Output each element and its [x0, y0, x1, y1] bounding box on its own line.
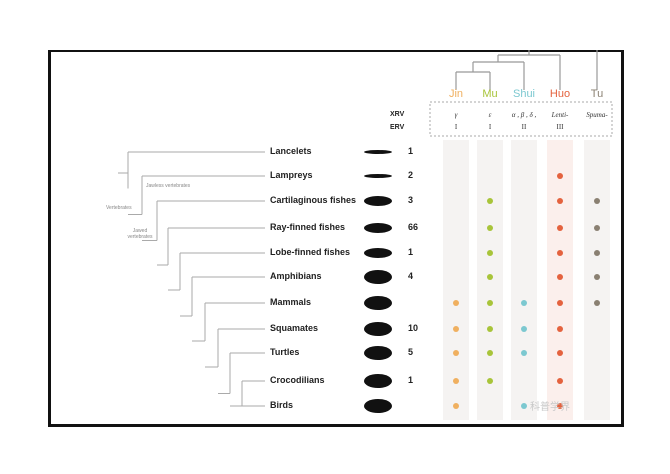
presence-dot — [521, 403, 527, 409]
presence-dot — [453, 403, 459, 409]
presence-dot — [487, 225, 493, 231]
erv-label: ERV — [390, 124, 405, 131]
presence-dot — [453, 300, 459, 306]
taxon-count: 1 — [408, 146, 414, 156]
xrv-label: XRV — [390, 111, 405, 118]
presence-dot — [557, 274, 563, 280]
taxon-count: 1 — [408, 375, 414, 385]
taxon-label: Birds — [270, 400, 294, 410]
animal-silhouette-icon — [364, 346, 392, 360]
presence-dot — [557, 326, 563, 332]
presence-dot — [594, 225, 600, 231]
presence-dot — [557, 173, 563, 179]
presence-dot — [487, 350, 493, 356]
column-header-tu: Tu — [590, 88, 604, 100]
column-header-mu: Mu — [482, 88, 498, 100]
taxon-label: Ray-finned fishes — [270, 222, 346, 232]
xrv-value: Spuma- — [586, 111, 608, 119]
taxon-label: Amphibians — [270, 271, 322, 281]
animal-silhouette-icon — [364, 270, 392, 284]
presence-dot — [557, 225, 563, 231]
column-header-jin: Jin — [448, 88, 464, 100]
presence-dot — [557, 378, 563, 384]
animal-silhouette-icon — [364, 174, 392, 178]
presence-dot — [453, 378, 459, 384]
column-band-shui — [511, 140, 537, 420]
taxon-label: Cartilaginous fishes — [270, 195, 357, 205]
presence-dot — [487, 326, 493, 332]
column-header-shui: Shui — [512, 88, 536, 100]
taxon-count: 1 — [408, 247, 414, 257]
presence-dot — [487, 250, 493, 256]
presence-dot — [594, 274, 600, 280]
presence-dot — [487, 274, 493, 280]
presence-dot — [453, 326, 459, 332]
column-header-huo: Huo — [549, 88, 571, 100]
taxon-count: 5 — [408, 347, 414, 357]
figure-border — [48, 50, 624, 427]
presence-dot — [487, 300, 493, 306]
animal-silhouette-icon — [364, 399, 392, 413]
xrv-value: α , β , δ , — [511, 111, 537, 119]
presence-dot — [594, 198, 600, 204]
taxon-label: Lampreys — [270, 170, 313, 180]
taxon-label: Turtles — [270, 347, 300, 357]
erv-value: I — [488, 123, 492, 131]
animal-silhouette-icon — [364, 150, 392, 154]
clade-label-vertebrates: Vertebrates — [106, 205, 132, 211]
presence-dot — [557, 403, 563, 409]
taxon-count: 10 — [408, 323, 419, 333]
animal-silhouette-icon — [364, 322, 392, 336]
presence-dot — [521, 350, 527, 356]
presence-dot — [487, 378, 493, 384]
animal-silhouette-icon — [364, 248, 392, 258]
presence-dot — [594, 250, 600, 256]
presence-dot — [594, 300, 600, 306]
presence-dot — [521, 326, 527, 332]
taxon-label: Crocodilians — [270, 375, 325, 385]
taxon-label: Lancelets — [270, 146, 312, 156]
taxon-label: Lobe-finned fishes — [270, 247, 351, 257]
presence-dot — [557, 198, 563, 204]
taxon-count: 66 — [408, 222, 419, 232]
taxon-count: 3 — [408, 195, 414, 205]
taxon-label: Squamates — [270, 323, 319, 333]
erv-value: II — [521, 123, 527, 131]
animal-silhouette-icon — [364, 374, 392, 388]
animal-silhouette-icon — [364, 296, 392, 310]
presence-dot — [487, 198, 493, 204]
taxon-count: 4 — [408, 271, 414, 281]
watermark: 科普学界 — [530, 402, 570, 413]
presence-dot — [521, 300, 527, 306]
xrv-value: ε — [488, 111, 492, 119]
xrv-value: γ — [454, 111, 458, 119]
xrv-value: Lenti- — [551, 111, 569, 119]
animal-silhouette-icon — [364, 223, 392, 233]
presence-dot — [557, 250, 563, 256]
clade-label-jawed: Jawed vertebrates — [127, 228, 153, 240]
clade-label-jawless: Jawless vertebrates — [146, 183, 191, 189]
column-band-jin — [443, 140, 469, 420]
animal-silhouette-icon — [364, 196, 392, 206]
presence-dot — [557, 300, 563, 306]
erv-value: I — [454, 123, 458, 131]
erv-value: III — [556, 123, 564, 131]
presence-dot — [453, 350, 459, 356]
taxon-label: Mammals — [270, 297, 312, 307]
presence-dot — [557, 350, 563, 356]
taxon-count: 2 — [408, 170, 414, 180]
